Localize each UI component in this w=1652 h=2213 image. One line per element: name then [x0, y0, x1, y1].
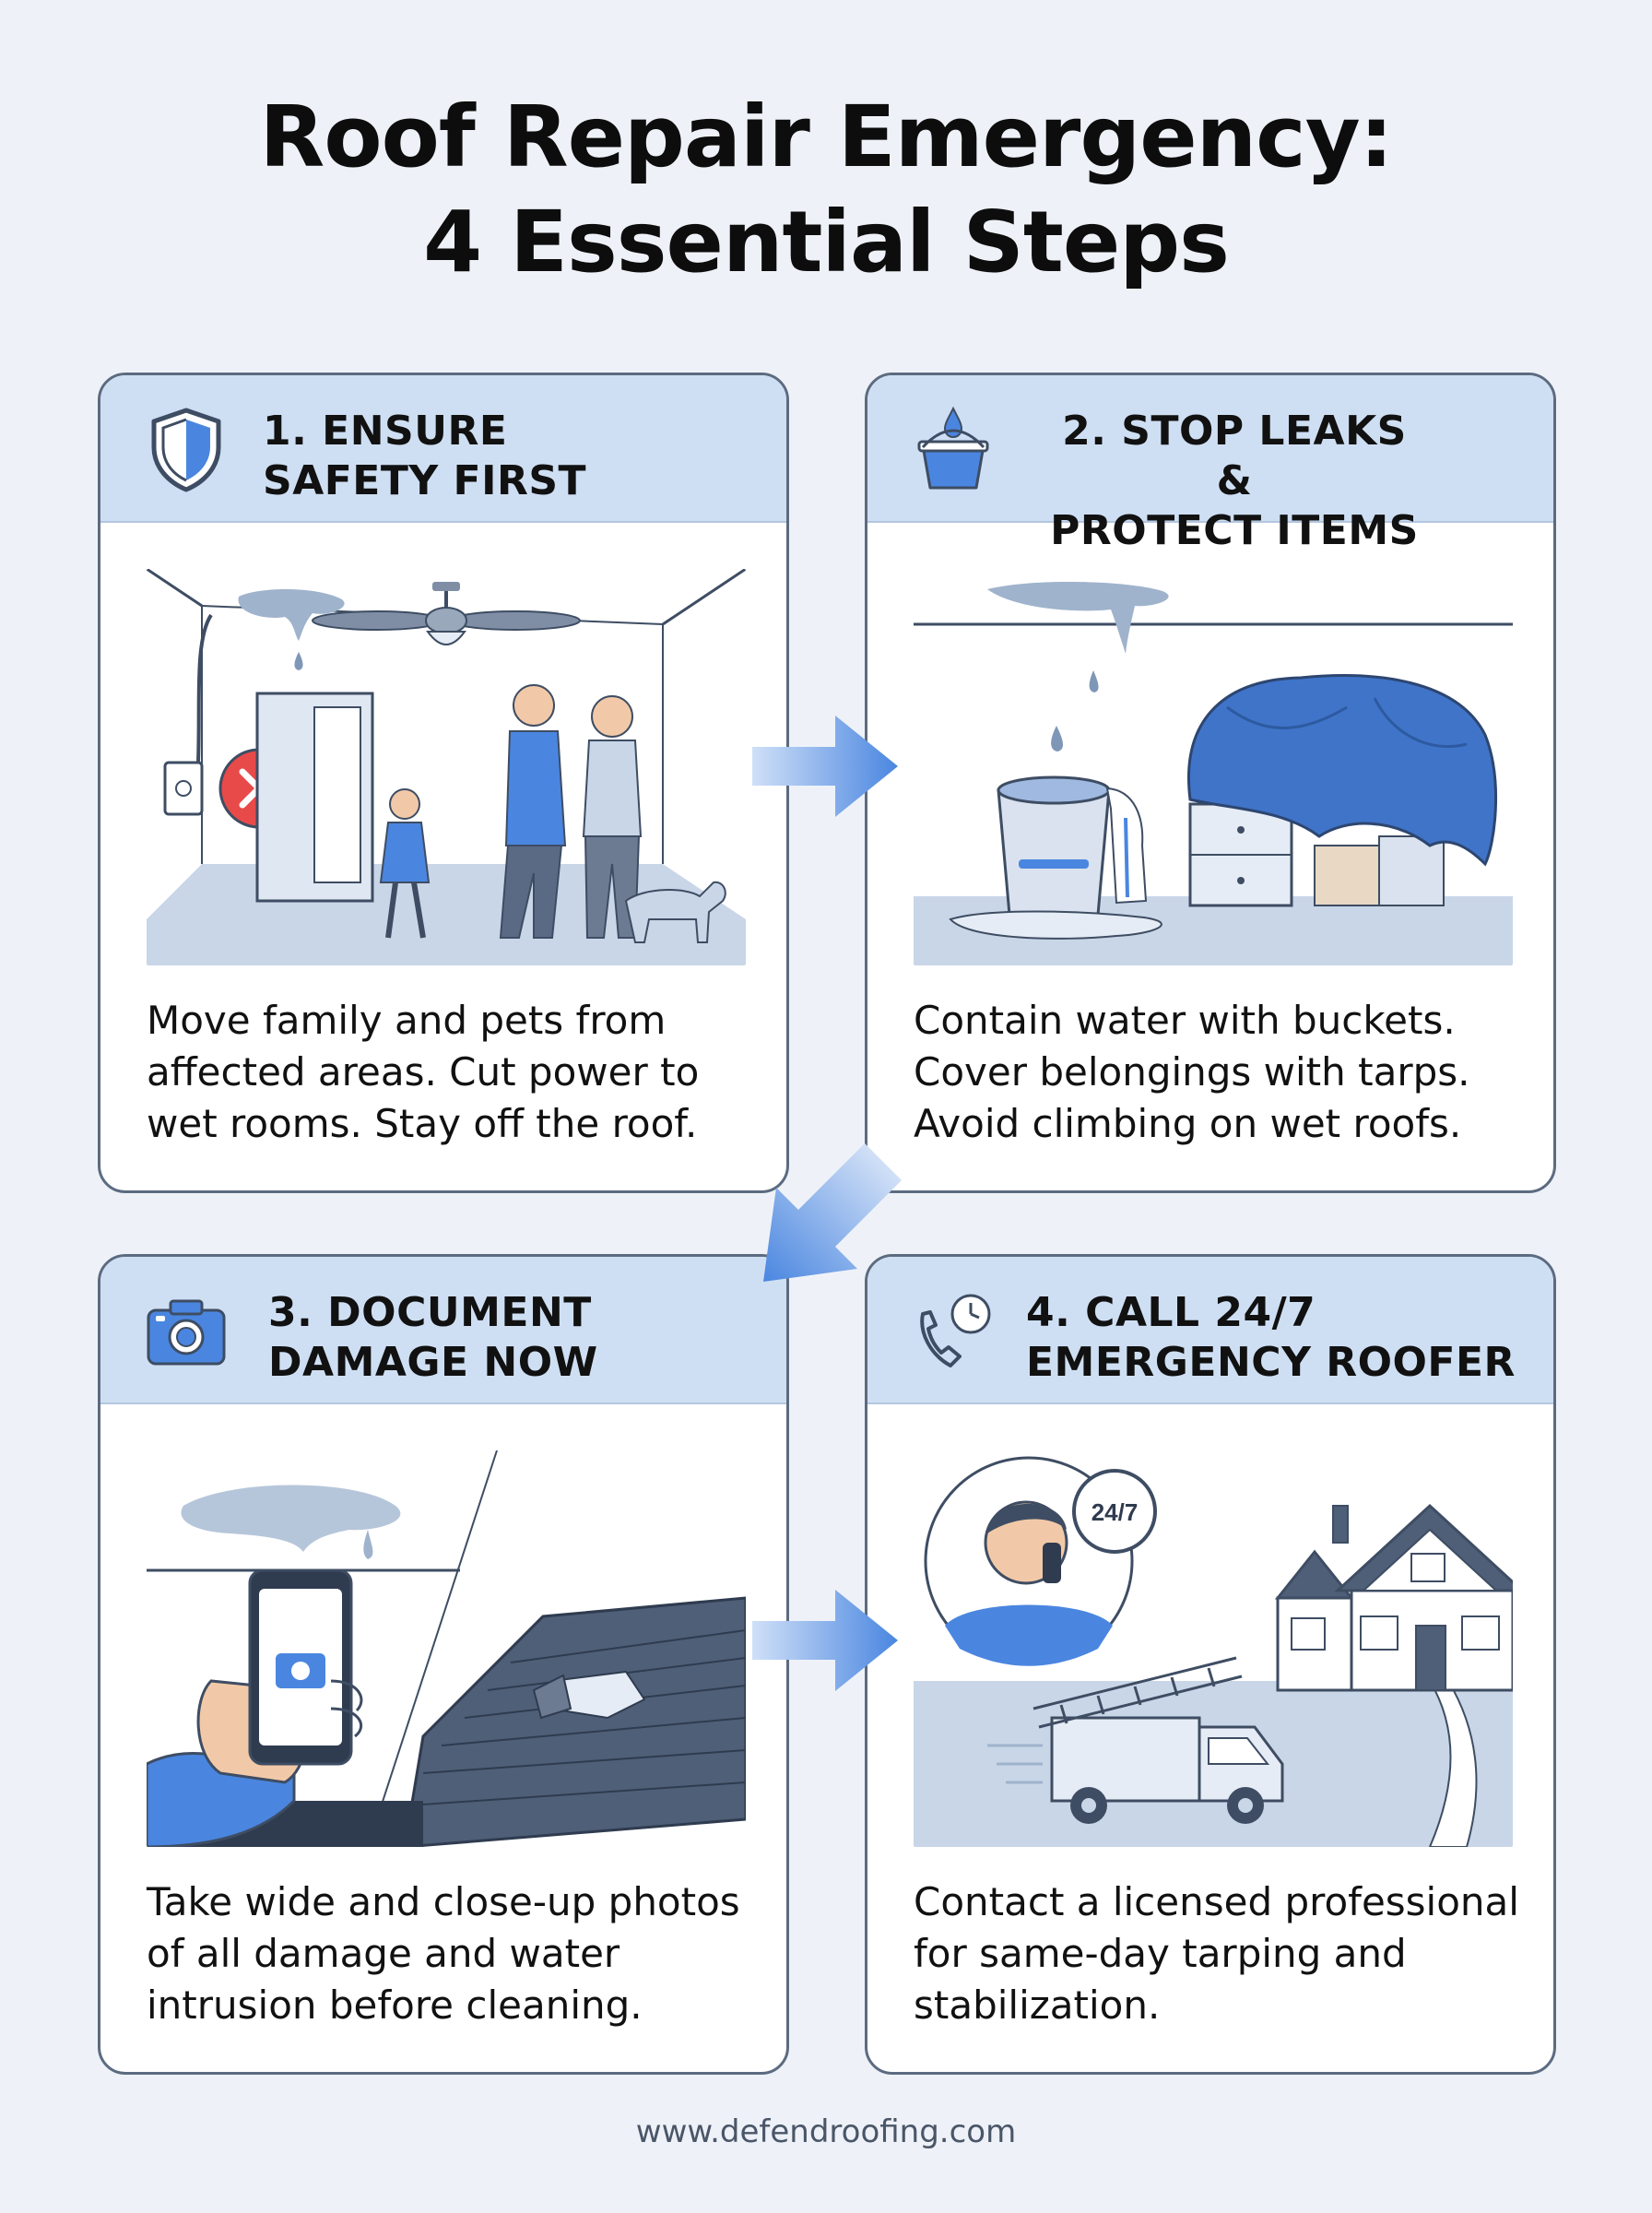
step-1-title-line2: SAFETY FIRST: [263, 457, 587, 504]
shield-icon: [145, 405, 228, 493]
footer-url: www.defendroofing.com: [635, 2113, 1017, 2150]
camera-icon: [145, 1286, 228, 1375]
emergency-roofer-call-illustration: 24/7: [914, 1450, 1513, 1847]
step-card-1: 1. ENSURE SAFETY FIRST: [98, 373, 789, 1193]
page-title: Roof Repair Emergency: 4 Essential Steps: [0, 85, 1652, 295]
clock-badge-24-7: 24/7: [1092, 1498, 1139, 1526]
step-card-2: 2. STOP LEAKS & PROTECT ITEMS: [865, 373, 1556, 1193]
arrow-right-icon: [752, 716, 900, 821]
step-card-2-header: 2. STOP LEAKS & PROTECT ITEMS: [867, 375, 1553, 554]
phone-clock-icon: [912, 1286, 995, 1375]
page-title-line1: Roof Repair Emergency:: [259, 88, 1394, 186]
arrow-right-icon-2: [752, 1590, 900, 1695]
step-card-1-header: 1. ENSURE SAFETY FIRST: [100, 375, 786, 523]
step-1-description: Move family and pets from affected areas…: [147, 998, 700, 1146]
bucket-drop-icon: [912, 405, 995, 493]
step-card-4: 4. CALL 24/7 EMERGENCY ROOFER: [865, 1254, 1556, 2075]
step-2-title-line1: 2. STOP LEAKS &: [1062, 408, 1407, 504]
step-2-title-line2: PROTECT ITEMS: [1050, 507, 1419, 554]
step-3-description: Take wide and close-up photos of all dam…: [147, 1879, 740, 2028]
step-1-title-line1: 1. ENSURE: [263, 408, 508, 455]
phone-photo-of-roof-illustration: [147, 1450, 746, 1847]
arrow-down-left-icon: [754, 1143, 902, 1295]
step-card-4-header: 4. CALL 24/7 EMERGENCY ROOFER: [867, 1257, 1553, 1404]
step-card-3-header: 3. DOCUMENT DAMAGE NOW: [100, 1257, 786, 1404]
family-evacuation-illustration: [147, 569, 746, 965]
page-title-line2: 4 Essential Steps: [423, 193, 1230, 291]
step-4-title-line2: EMERGENCY ROOFER: [1026, 1339, 1516, 1386]
step-3-title-line2: DAMAGE NOW: [268, 1339, 598, 1386]
step-4-description: Contact a licensed professional for same…: [914, 1879, 1519, 2028]
step-card-3: 3. DOCUMENT DAMAGE NOW: [98, 1254, 789, 2075]
bucket-and-tarp-illustration: [914, 569, 1513, 965]
step-4-title-line1: 4. CALL 24/7: [1026, 1289, 1316, 1336]
step-2-description: Contain water with buckets. Cover belong…: [914, 998, 1470, 1146]
step-3-title-line1: 3. DOCUMENT: [268, 1289, 592, 1336]
